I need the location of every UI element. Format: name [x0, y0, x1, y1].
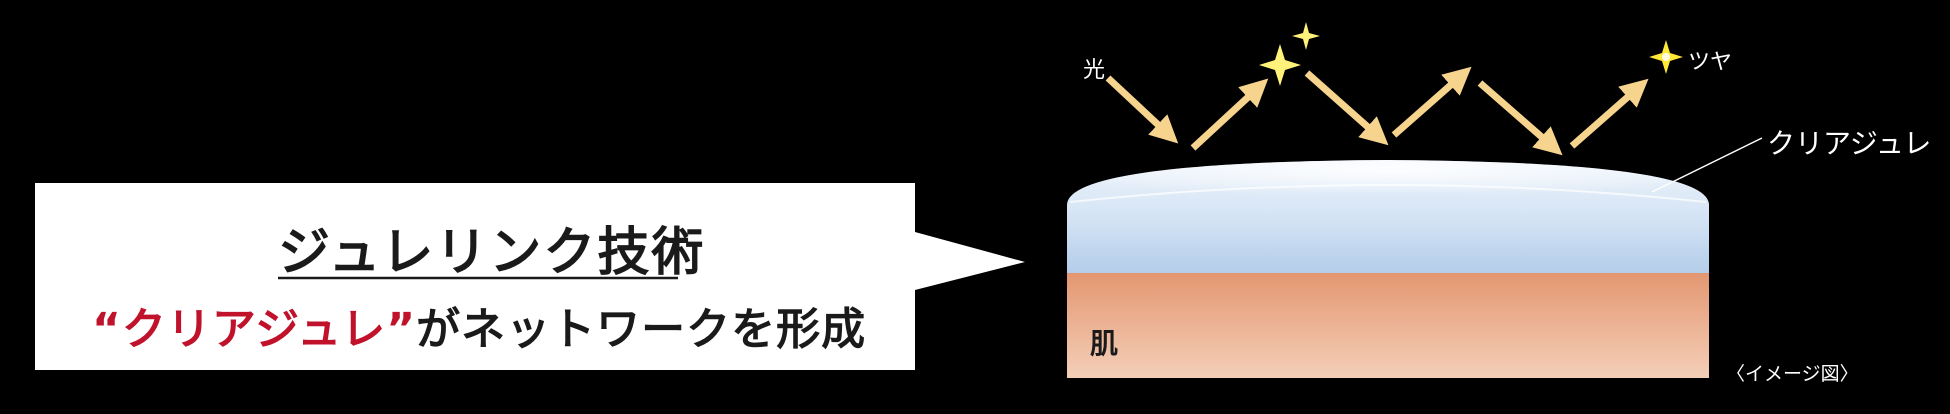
light-label: 光 [1083, 58, 1106, 83]
speech-bubble [35, 183, 1025, 370]
reflect-arrow-1 [1190, 78, 1269, 151]
incoming-arrow-2 [1304, 70, 1389, 146]
skin-label: 肌 [1090, 327, 1119, 360]
clear-jelly-layer [1067, 160, 1709, 273]
subtitle-rest: がネットワークを形成 [416, 304, 867, 355]
reflect-arrow-2 [1391, 66, 1472, 138]
jelly-label: クリアジュレ [1767, 127, 1932, 160]
image-note: 〈イメージ図〉 [1726, 363, 1859, 385]
subtitle-quote-close: ” [386, 304, 417, 355]
skin-layer [1067, 272, 1709, 378]
callout-subtitle: “クリアジュレ”がネットワークを形成 [92, 293, 892, 357]
callout-title: ジュレリンク技術 [278, 223, 706, 283]
light-arrows [1105, 66, 1649, 156]
gloss-label: ツヤ [1688, 50, 1733, 75]
reflect-arrow-3 [1569, 78, 1649, 149]
jelly-leader-line [1651, 137, 1763, 193]
incoming-arrow-3 [1477, 80, 1563, 156]
incoming-arrow-1 [1105, 75, 1179, 144]
subtitle-highlight: クリアジュレ [121, 304, 387, 355]
sparkle-icon [1259, 22, 1320, 86]
gloss-sparkle-icon [1649, 40, 1683, 74]
subtitle-quote-open: “ [92, 304, 122, 355]
